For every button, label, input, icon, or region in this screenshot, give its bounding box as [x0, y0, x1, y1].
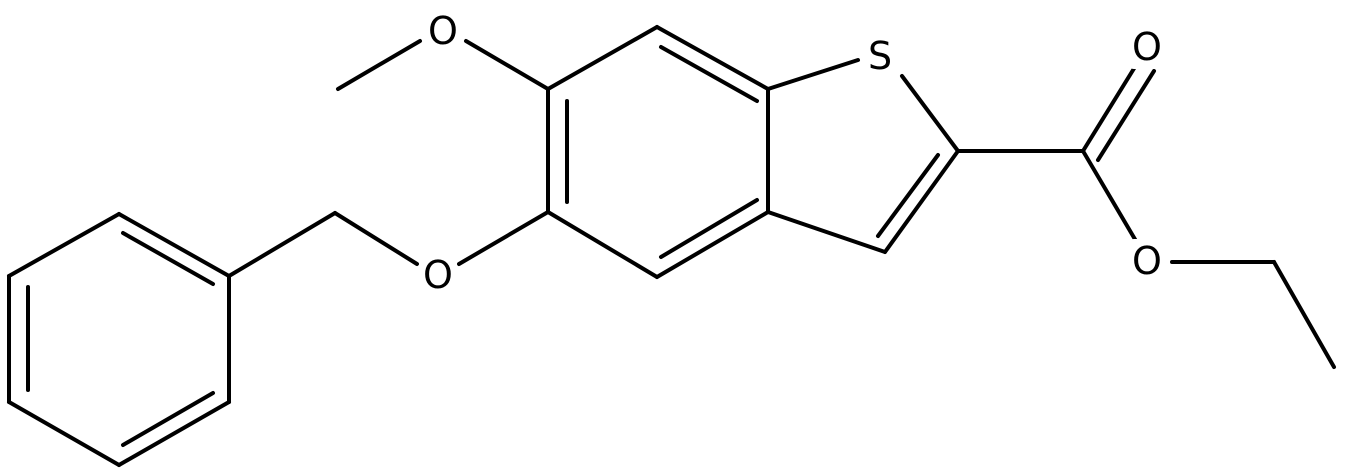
bond-c6-c7	[546, 25, 659, 91]
bond-s-c2	[900, 74, 960, 153]
methoxy-oxygen-label: O	[428, 9, 458, 53]
bond-c7-c7a-inner	[659, 45, 759, 103]
bond-carbonyl-c-o	[1081, 149, 1138, 243]
bond-c3a-c4-inner	[659, 198, 759, 259]
bond-c2-c3	[883, 149, 960, 254]
bond-ph-5	[117, 400, 231, 467]
atom-labels: O S O O O	[419, 9, 1166, 297]
atom-methoxy-oxygen: O	[424, 9, 462, 54]
bond-ethyl-ch2-ch3	[1272, 260, 1336, 369]
bond-o-c6	[464, 39, 550, 91]
sulfur-label: S	[868, 34, 892, 78]
bond-ph-1-inner	[121, 231, 215, 286]
bond-o-ch2	[333, 211, 419, 266]
bond-ph-5-inner	[121, 391, 215, 447]
atom-benzyloxy-oxygen: O	[419, 253, 457, 297]
benzyloxy-oxygen-label: O	[423, 253, 453, 297]
bond-c3a-c4	[655, 210, 770, 279]
ester-oxygen-label: O	[1132, 239, 1162, 283]
bond-carbonyl-double-a	[1081, 60, 1140, 153]
bond-c3-c3a	[766, 210, 887, 254]
bond-carbonyl-double-b	[1096, 69, 1156, 162]
bond-c7-c7a	[655, 25, 770, 91]
bonds	[7, 25, 1336, 467]
atom-carbonyl-oxygen: O	[1128, 25, 1166, 69]
bond-ch2-phenyl	[227, 211, 337, 278]
bond-ph-2	[7, 212, 121, 278]
bond-ph-1	[117, 212, 231, 278]
bond-c5-o	[457, 210, 550, 266]
bond-ph-4	[7, 400, 121, 467]
carbonyl-oxygen-label: O	[1132, 25, 1162, 69]
bond-c7a-s	[766, 58, 860, 91]
bond-methyl-o	[336, 39, 422, 91]
atom-ester-oxygen: O	[1128, 239, 1166, 283]
bond-c2-c3-inner	[876, 153, 940, 238]
atom-sulfur: S	[861, 34, 899, 78]
bond-c4-c5	[546, 210, 659, 279]
